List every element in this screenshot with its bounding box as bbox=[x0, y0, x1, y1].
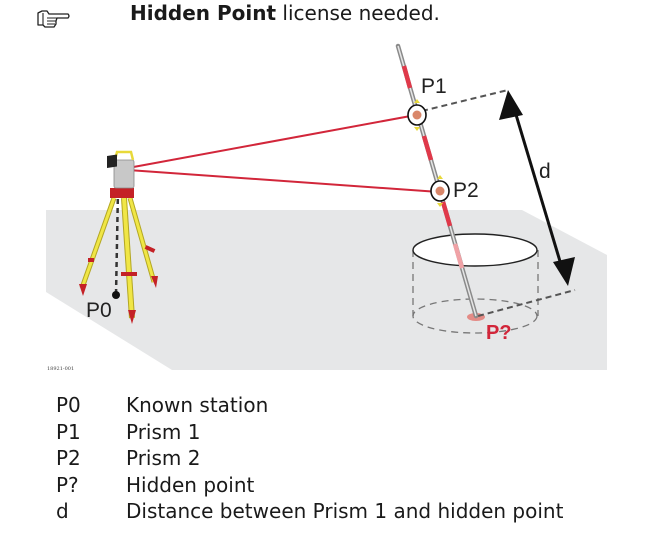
license-suffix: license needed. bbox=[276, 1, 440, 25]
label-p0: P0 bbox=[86, 299, 112, 322]
obstacle-cylinder bbox=[412, 233, 539, 334]
hidden-reference-line bbox=[477, 289, 576, 317]
sight-line-p2 bbox=[127, 169, 440, 193]
legend-value: Prism 1 bbox=[126, 419, 201, 444]
figure-id: 18921-001 bbox=[47, 366, 74, 372]
label-p2: P2 bbox=[453, 179, 479, 202]
label-p1: P1 bbox=[421, 75, 447, 98]
legend-row-d: d Distance between Prism 1 and hidden po… bbox=[56, 498, 563, 525]
legend-row-p0: P0 Known station bbox=[56, 392, 563, 419]
station-point-p0 bbox=[112, 291, 120, 299]
license-note: Hidden Point license needed. bbox=[0, 0, 670, 32]
pointing-hand-icon bbox=[37, 10, 70, 28]
prism-p1 bbox=[407, 99, 427, 131]
legend-key: P2 bbox=[56, 446, 81, 470]
p1-reference-line bbox=[421, 89, 509, 112]
label-p-hidden: P? bbox=[486, 322, 512, 344]
legend-key: P? bbox=[56, 472, 79, 497]
legend-value: Known station bbox=[126, 393, 269, 417]
legend-row-p1: P1 Prism 1 bbox=[56, 419, 563, 446]
legend-key: d bbox=[56, 499, 69, 523]
license-name: Hidden Point bbox=[130, 1, 277, 25]
legend-row-p2: P2 Prism 2 bbox=[56, 445, 563, 472]
label-d: d bbox=[539, 160, 551, 183]
total-station-tripod bbox=[79, 150, 158, 324]
distance-arrow bbox=[499, 90, 575, 286]
legend-value: Distance between Prism 1 and hidden poin… bbox=[126, 499, 564, 523]
legend-key: P0 bbox=[56, 393, 81, 417]
legend-row-hidden: P? Hidden point bbox=[56, 472, 563, 499]
legend-key: P1 bbox=[56, 419, 81, 444]
prism-p2 bbox=[430, 175, 450, 207]
legend-value: Hidden point bbox=[126, 472, 255, 497]
license-note-text: Hidden Point license needed. bbox=[130, 1, 440, 25]
hidden-point-diagram: P0 P1 P2 d P? 18921-001 bbox=[46, 43, 607, 372]
sight-line-p1 bbox=[127, 114, 417, 169]
legend-value: Prism 2 bbox=[126, 446, 201, 470]
legend: P0 Known station P1 Prism 1 P2 Prism 2 P… bbox=[56, 392, 563, 525]
